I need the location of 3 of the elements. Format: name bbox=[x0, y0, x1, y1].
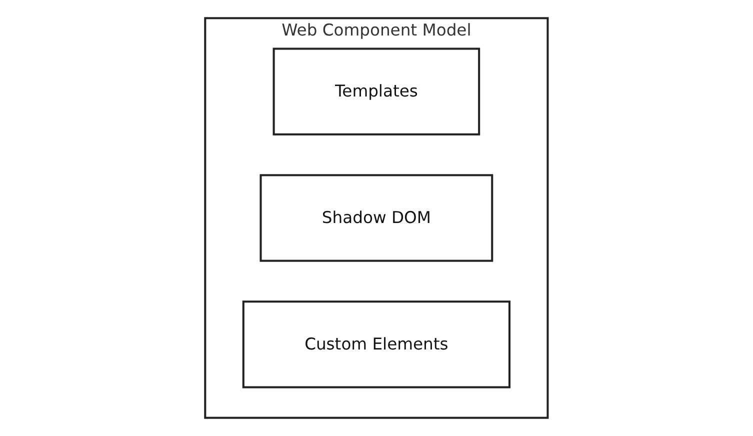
node-box: Templates bbox=[272, 48, 480, 136]
node-box: Shadow DOM bbox=[260, 174, 494, 262]
node-box: Custom Elements bbox=[242, 300, 511, 388]
